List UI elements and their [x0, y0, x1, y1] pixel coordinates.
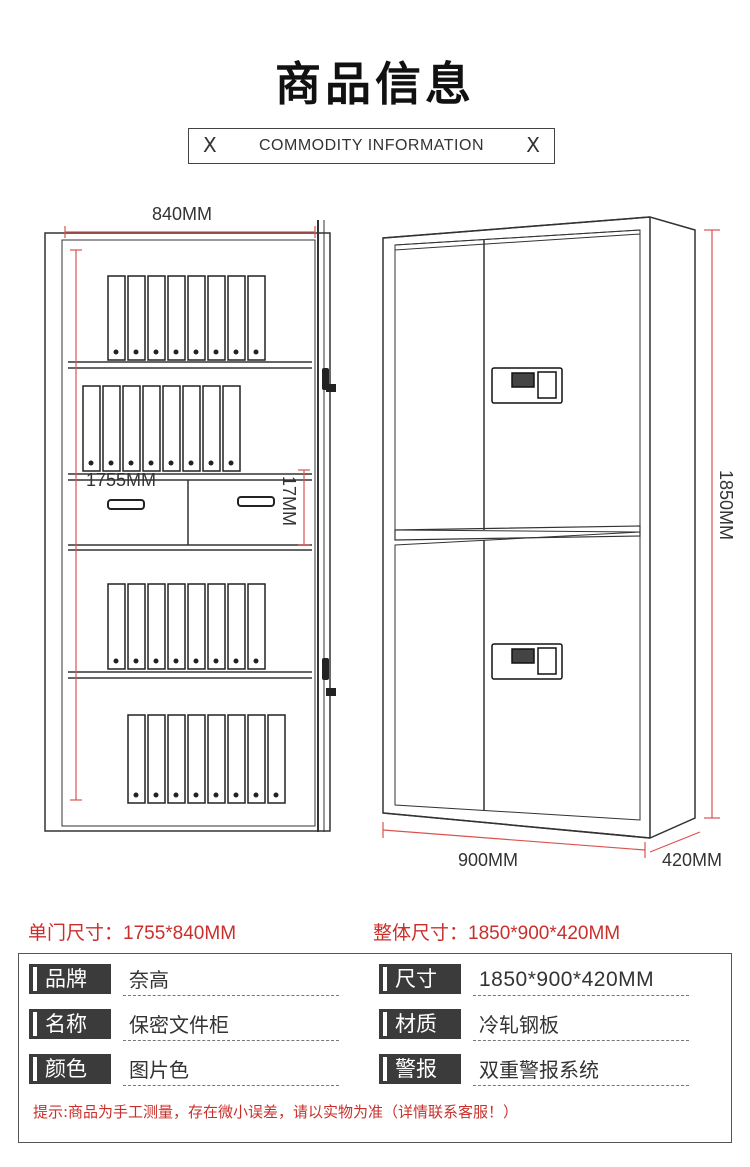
spec-value: 保密文件柜: [123, 1011, 339, 1041]
spec-value: 奈高: [123, 966, 339, 996]
spec-value: 冷轧钢板: [473, 1011, 689, 1041]
spec-value: 图片色: [123, 1056, 339, 1086]
binders-row-1: [107, 275, 266, 361]
page-title: 商品信息: [275, 57, 475, 111]
spec-label: 颜色: [29, 1054, 111, 1084]
side-locks: [322, 368, 336, 696]
subtitle-banner: X COMMODITY INFORMATION X: [188, 128, 555, 164]
overall-size: 整体尺寸：1850*900*420MM: [373, 918, 620, 945]
keypad-upper-icon: [491, 367, 563, 404]
overall-size-label: 整体尺寸：: [373, 922, 469, 944]
spec-table: 品牌 奈高 尺寸 1850*900*420MM 名称 保密文件柜 材质 冷轧钢板…: [18, 953, 732, 1143]
left-dimension-lines: [64, 226, 316, 801]
binders-row-3: [107, 583, 266, 670]
cabinet-illustration: [44, 216, 720, 858]
x-mark-right-icon: X: [526, 133, 540, 157]
subtitle-text: COMMODITY INFORMATION: [258, 137, 484, 154]
single-door-size: 单门尺寸：1755*840MM: [28, 918, 236, 945]
single-door-size-label: 单门尺寸：: [28, 922, 124, 944]
right-depth-dimension: 420MM: [662, 850, 723, 870]
spec-value: 1850*900*420MM: [473, 966, 689, 996]
single-door-size-value: 1755*840MM: [123, 923, 237, 944]
inner-gap-dimension: 17MM: [279, 476, 299, 527]
spec-label: 尺寸: [379, 964, 461, 994]
left-width-dimension: 840MM: [152, 204, 213, 224]
binders-row-4: [127, 714, 286, 804]
spec-label: 材质: [379, 1009, 461, 1039]
right-dimension-lines: [382, 229, 720, 858]
keypad-lower-icon: [491, 643, 563, 680]
overall-size-value: 1850*900*420MM: [468, 923, 621, 944]
closed-cabinet-outline: [382, 216, 696, 839]
binder-holes: [88, 349, 279, 798]
spec-label: 品牌: [29, 964, 111, 994]
drawer-handles: [107, 496, 275, 510]
right-height-dimension: 1850MM: [716, 470, 736, 541]
binders-row-2: [82, 385, 241, 472]
spec-value: 双重警报系统: [473, 1056, 689, 1086]
left-height-dimension: 1755MM: [86, 470, 157, 490]
right-width-dimension: 900MM: [458, 850, 519, 870]
cabinet-drawing: 840MM 1755MM 17MM 1850MM 900MM 420MM: [0, 200, 750, 890]
measurement-tip: 提示:商品为手工测量，存在微小误差，请以实物为准（详情联系客服！）: [33, 1103, 519, 1121]
spec-label: 警报: [379, 1054, 461, 1084]
x-mark-left-icon: X: [203, 133, 217, 157]
open-cabinet-outline: [44, 220, 331, 832]
spec-label: 名称: [29, 1009, 111, 1039]
